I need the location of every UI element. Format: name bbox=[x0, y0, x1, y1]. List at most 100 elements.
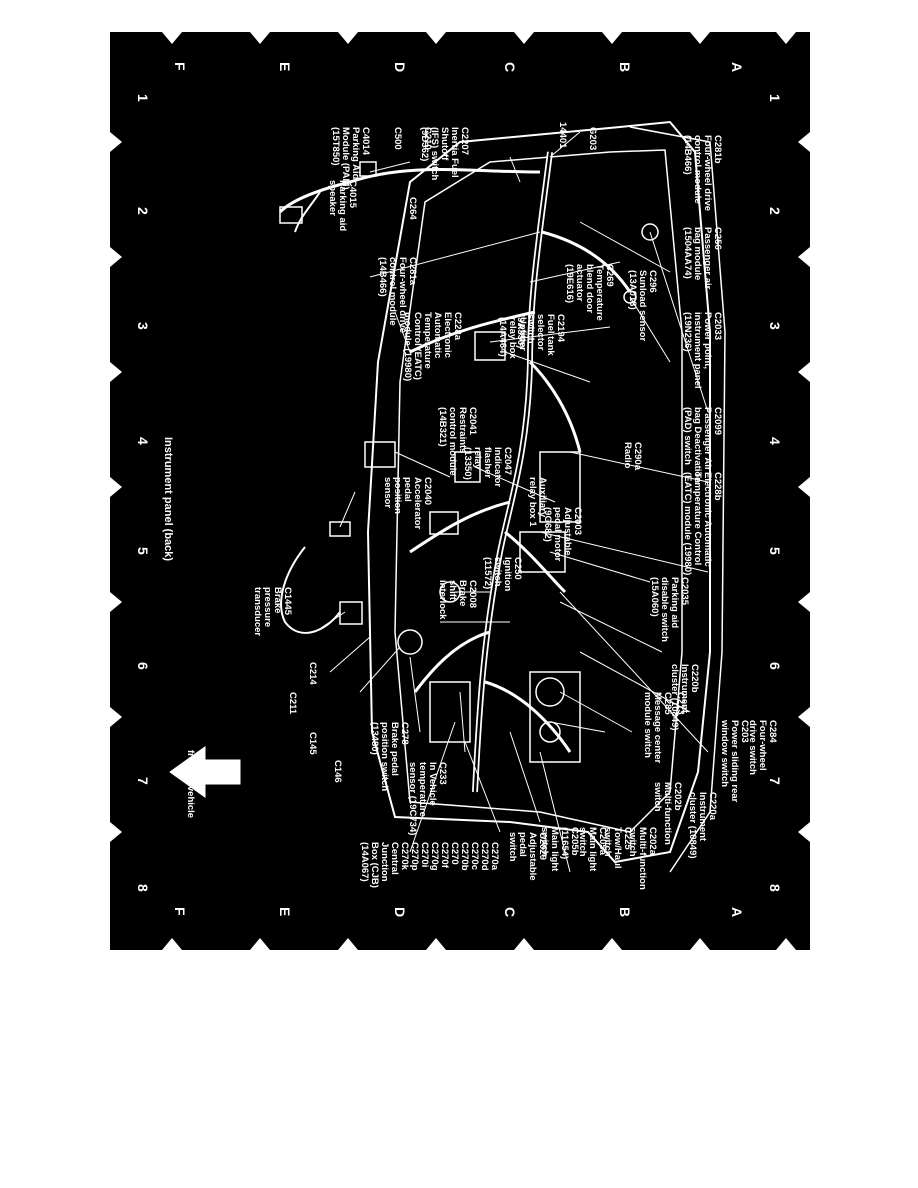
callout-c2003-line-1: Adjustable bbox=[562, 507, 573, 556]
callout-c269-line-0: C269 bbox=[604, 264, 615, 287]
callout-c281b-line-2: control module bbox=[692, 135, 703, 204]
arrow-icon bbox=[169, 746, 241, 798]
harness-branch-2 bbox=[409, 500, 511, 554]
callout-c2003-line-0: C2003 bbox=[572, 507, 583, 535]
grid-number-left-4-line-0: 4 bbox=[135, 437, 151, 445]
callout-c202a-line-1: Multi-function bbox=[637, 827, 648, 890]
callout-c2194-line-2: selector bbox=[535, 314, 546, 351]
grid-number-right-3-line-0: 3 bbox=[767, 322, 783, 330]
callout-cjb-line-8: C270p bbox=[409, 842, 420, 871]
grid-number-right-4: 4 bbox=[767, 437, 783, 445]
callout-c2008-line-3: interlock bbox=[437, 580, 448, 620]
grid-number-right-7: 7 bbox=[767, 777, 783, 785]
callout-c285-line-2: module switch bbox=[642, 692, 653, 758]
callout-c2008-line-2: shift bbox=[447, 580, 458, 601]
callout-c2033-line-1: Power point, bbox=[702, 312, 713, 369]
callout-c228a: C228aElectronicAutomaticTemperatureContr… bbox=[402, 312, 463, 381]
callout-c281a-line-1: Four-wheel drive bbox=[397, 257, 408, 333]
left-tick-3 bbox=[110, 477, 122, 497]
grid-number-left-1-line-0: 1 bbox=[135, 94, 151, 102]
callout-c2041-line-0: C2041 bbox=[467, 407, 478, 436]
callout-c145-line-0: C145 bbox=[307, 732, 318, 755]
callout-c264: C264 bbox=[407, 197, 418, 220]
callout-c228b-line-2: Temperature Control bbox=[692, 472, 703, 565]
callout-cjb-line-10: Central bbox=[389, 842, 400, 875]
callout-c205a-line-2: switch bbox=[577, 827, 588, 857]
callout-c2035-line-3: (15A060) bbox=[649, 577, 660, 617]
harness-branch-5 bbox=[484, 680, 572, 753]
callout-c281b-line-0: C281b bbox=[712, 135, 723, 164]
callout-c205a-line-1: Main light bbox=[587, 827, 598, 872]
callout-c2047-line-4: (13350) bbox=[462, 447, 473, 480]
sunload-sensor bbox=[623, 290, 637, 304]
callout-c233-line-3: sensor (19C734) bbox=[407, 762, 418, 835]
callout-upfitter-line-0: Upfitter bbox=[517, 317, 528, 351]
grid-number-left-7-line-0: 7 bbox=[135, 777, 151, 785]
cluster-gauge bbox=[535, 677, 565, 707]
callout-c210: C210 bbox=[422, 127, 433, 150]
grid-number-left-3-line-0: 3 bbox=[135, 322, 151, 330]
callout-c2040-line-2: pedal bbox=[402, 477, 413, 502]
grid-letter-top-C: C bbox=[502, 62, 518, 72]
grid-letter-bottom-C: C bbox=[502, 907, 518, 917]
callout-c220b-line-0: C220b bbox=[689, 664, 700, 693]
callout-c250-line-3: (11572) bbox=[482, 557, 493, 589]
grid-number-left-8-line-0: 8 bbox=[135, 884, 151, 892]
instrument-cluster bbox=[529, 671, 581, 763]
callout-c2194-line-0: C2194 bbox=[555, 314, 566, 343]
callout-c202b-line-2: switch bbox=[652, 782, 663, 812]
callout-c256-line-2: bag module bbox=[692, 227, 703, 280]
callout-cjb-line-12: Box (CJB) bbox=[369, 842, 380, 888]
callout-c228a-line-2: Automatic bbox=[432, 312, 443, 358]
callout-c2099-line-2: bag Deactivation bbox=[692, 407, 703, 483]
callout-c228a-line-5: module (19980) bbox=[402, 312, 413, 381]
callout-c228a-line-1: Electronic bbox=[442, 312, 453, 358]
grid-number-left-7: 7 bbox=[135, 777, 151, 785]
callout-c233-line-2: temperature bbox=[417, 762, 428, 817]
left-tick-2 bbox=[110, 362, 122, 382]
front-of-vehicle-label: front of vehicle bbox=[185, 750, 196, 818]
grid-number-right-2-line-0: 2 bbox=[767, 207, 783, 215]
callout-c2099-line-1: Passenger Air bbox=[702, 407, 713, 471]
callout-c233-line-0: C233 bbox=[437, 762, 448, 785]
restraints-module bbox=[364, 441, 396, 468]
callout-c146-line-0: C146 bbox=[332, 760, 343, 783]
callout-c284-line-1: Four-wheel bbox=[757, 720, 768, 771]
callout-c1445-line-0: C1445 bbox=[282, 587, 293, 616]
callout-c1445-line-3: transducer bbox=[252, 587, 263, 636]
grid-number-left-3: 3 bbox=[135, 322, 151, 330]
grid-letter-top-B: B bbox=[617, 62, 633, 72]
callout-c205b-line-0: C205b bbox=[569, 827, 580, 856]
grid-number-right-7-line-0: 7 bbox=[767, 777, 783, 785]
grid-letter-top-D: D bbox=[392, 62, 408, 72]
callout-c290a-line-0: C290a bbox=[632, 442, 643, 471]
callout-c281b-line-1: Four-wheel drive bbox=[702, 135, 713, 211]
callout-c250-line-0: C250 bbox=[512, 557, 523, 580]
grid-number-right-6-line-0: 6 bbox=[767, 662, 783, 670]
brake-transducer bbox=[339, 601, 363, 625]
top-tick-1 bbox=[250, 32, 270, 44]
callout-c256-line-1: Passenger air bbox=[702, 227, 713, 290]
callout-c2207-line-1: Inertia Fuel bbox=[449, 127, 460, 178]
callout-c2041-line-2: control module bbox=[447, 407, 458, 476]
callout-c500-line-0: C500 bbox=[392, 127, 403, 150]
callout-cjb-line-6: C270g bbox=[429, 842, 440, 871]
callout-c285-line-1: Message center bbox=[652, 692, 663, 764]
frame-caption: Instrument panel (back) bbox=[162, 437, 174, 561]
grid-number-right-8-line-0: 8 bbox=[767, 884, 783, 892]
callout-c281b-line-3: (14B466) bbox=[682, 135, 693, 175]
callout-c220b-line-1: Instrument bbox=[679, 664, 690, 714]
callout-c278-line-2: position switch bbox=[379, 722, 390, 791]
callout-c256-line-3: (1504AA74) bbox=[682, 227, 693, 279]
callout-c2207-line-4: (9D362) bbox=[419, 127, 430, 161]
callout-c2047-line-0: C2047 bbox=[502, 447, 513, 475]
bottom-tick-0 bbox=[162, 938, 182, 950]
